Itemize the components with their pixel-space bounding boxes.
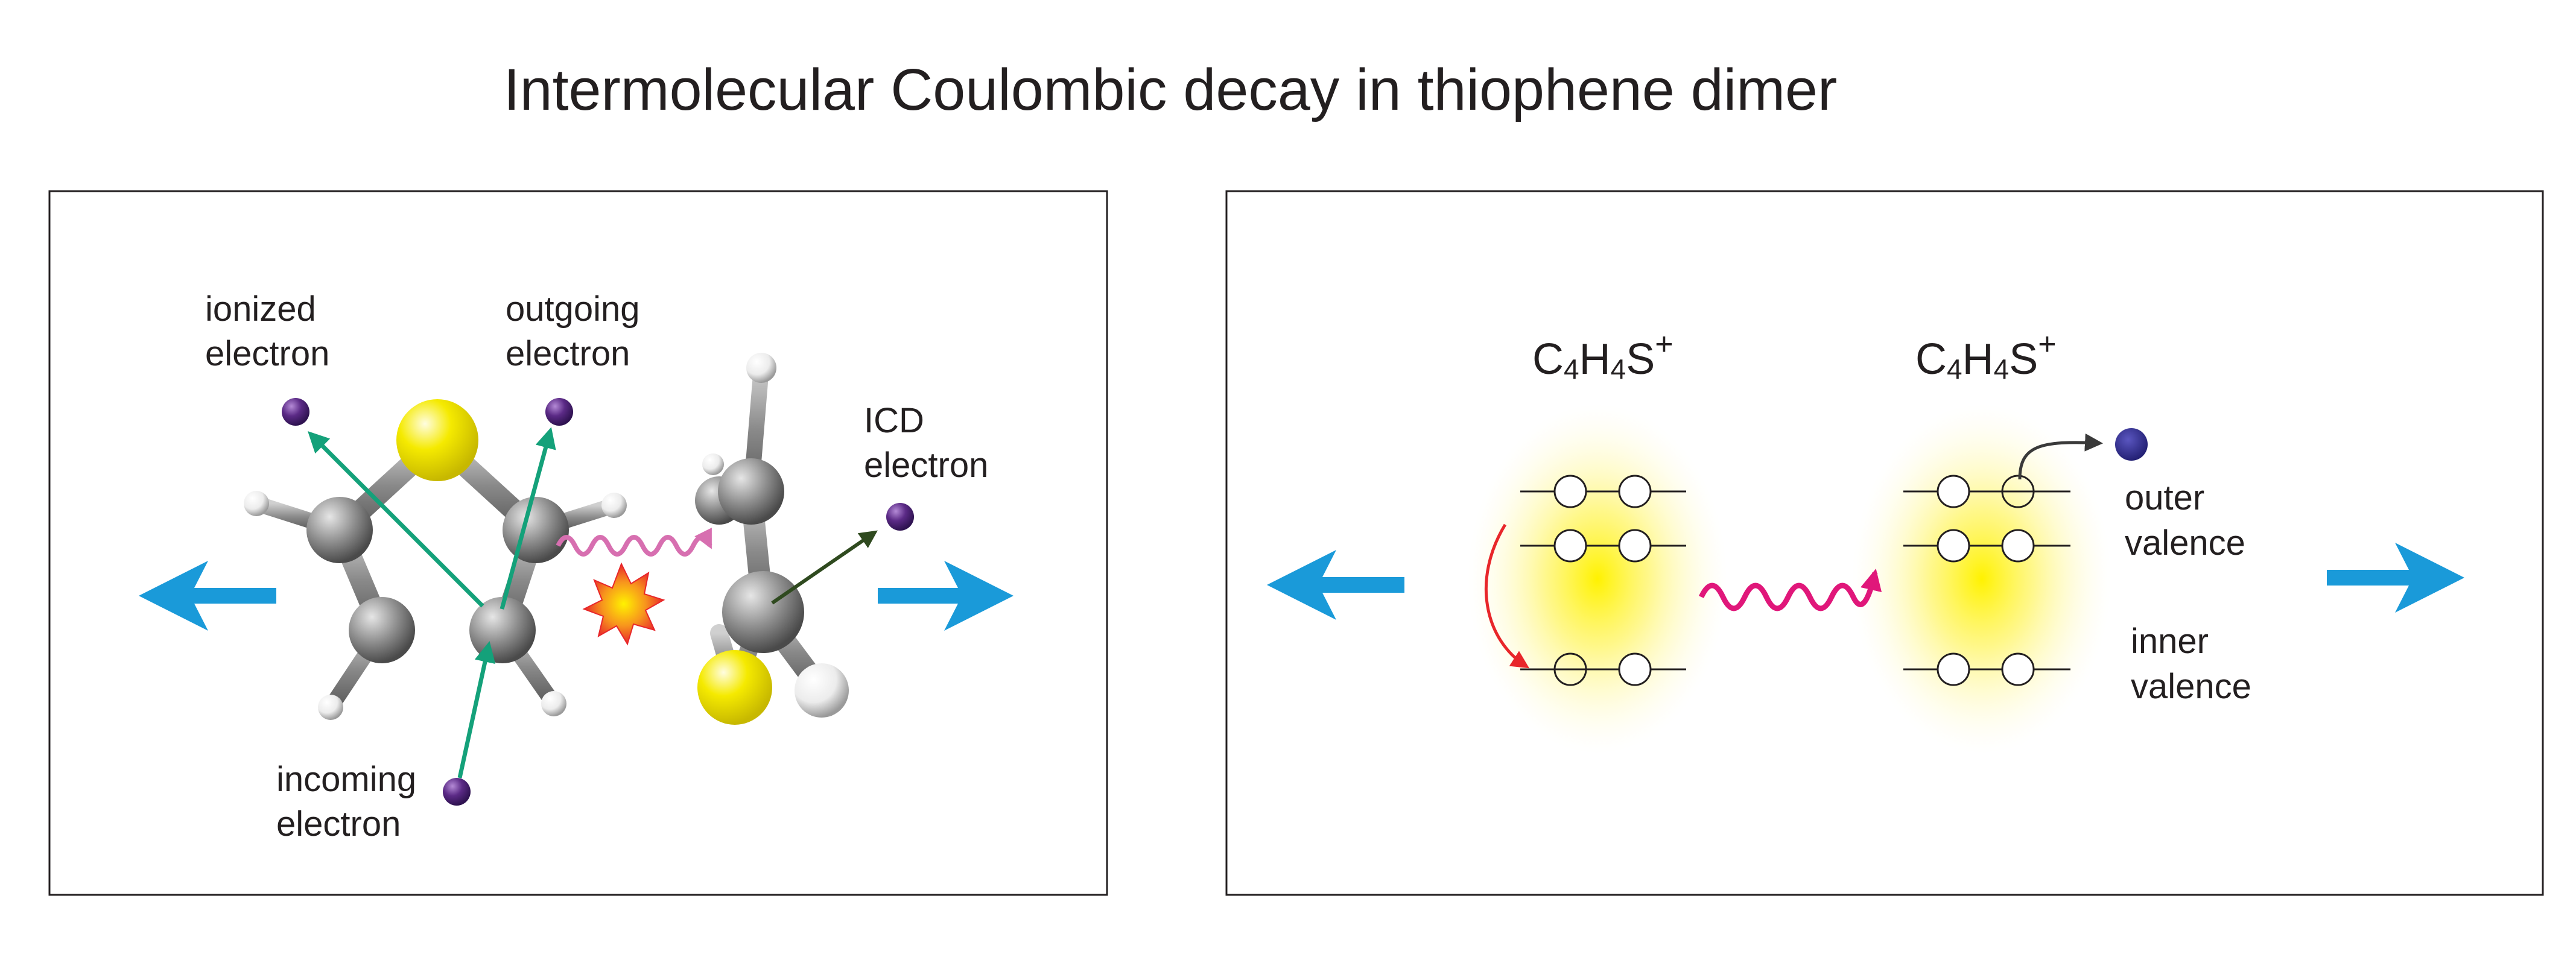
sulfur-atom-right [697,650,772,725]
outer-valence-label: outer valence [2125,478,2245,563]
icd-electron-arrow [771,530,878,605]
ion-glow-left [1468,404,1727,754]
icd-electron-label: ICD electron [864,401,988,485]
outgoing-electron-arrow [500,427,556,610]
outer-valence-hole-right [2001,475,2035,508]
right-separation-arrow-icon-2 [2327,543,2464,613]
left-separation-arrow-icon [139,561,276,631]
outgoing-electron-dot [545,398,573,426]
virtual-photon-wave [556,527,712,557]
left-separation-arrow-icon-2 [1267,550,1404,620]
icd-ejection-arrow [2018,433,2103,480]
incoming-electron-dot [443,778,471,806]
incoming-electron-label: incoming electron [276,760,426,844]
energy-levels-left [1520,475,1686,686]
ion-glow-right [1852,404,2111,754]
ion-formula-right: C4H4S+ [1915,327,2057,385]
energy-levels-right [1903,475,2070,686]
outgoing-electron-label: outgoing electron [506,289,650,373]
relaxation-arrow [1484,523,1530,669]
ionized-electron-dot [282,398,309,426]
ionized-electron-label: ionized electron [205,289,329,373]
left-panel-frame [48,190,1108,896]
sulfur-atom-left [396,399,478,481]
explosion-burst-icon [582,562,665,646]
ionized-electron-arrow [308,431,484,608]
incoming-electron-arrow [457,641,496,778]
left-panel: ionized electron outgoing electron ICD e… [48,190,1108,896]
inner-valence-hole-left [1553,652,1587,686]
ion-formula-left: C4H4S+ [1532,327,1673,385]
thiophene-molecule-left [244,399,627,720]
thiophene-molecule-right [695,353,849,725]
figure-title: Intermolecular Coulombic decay in thioph… [504,57,1838,122]
right-panel: C4H4S+ C4H4S+ outer valence inner valenc… [1225,190,2544,896]
inner-valence-label: inner valence [2131,622,2251,706]
ejected-electron-dot [2115,428,2148,461]
energy-transfer-wave [1698,568,1882,611]
right-separation-arrow-icon [878,561,1014,631]
icd-electron-dot [886,503,914,531]
